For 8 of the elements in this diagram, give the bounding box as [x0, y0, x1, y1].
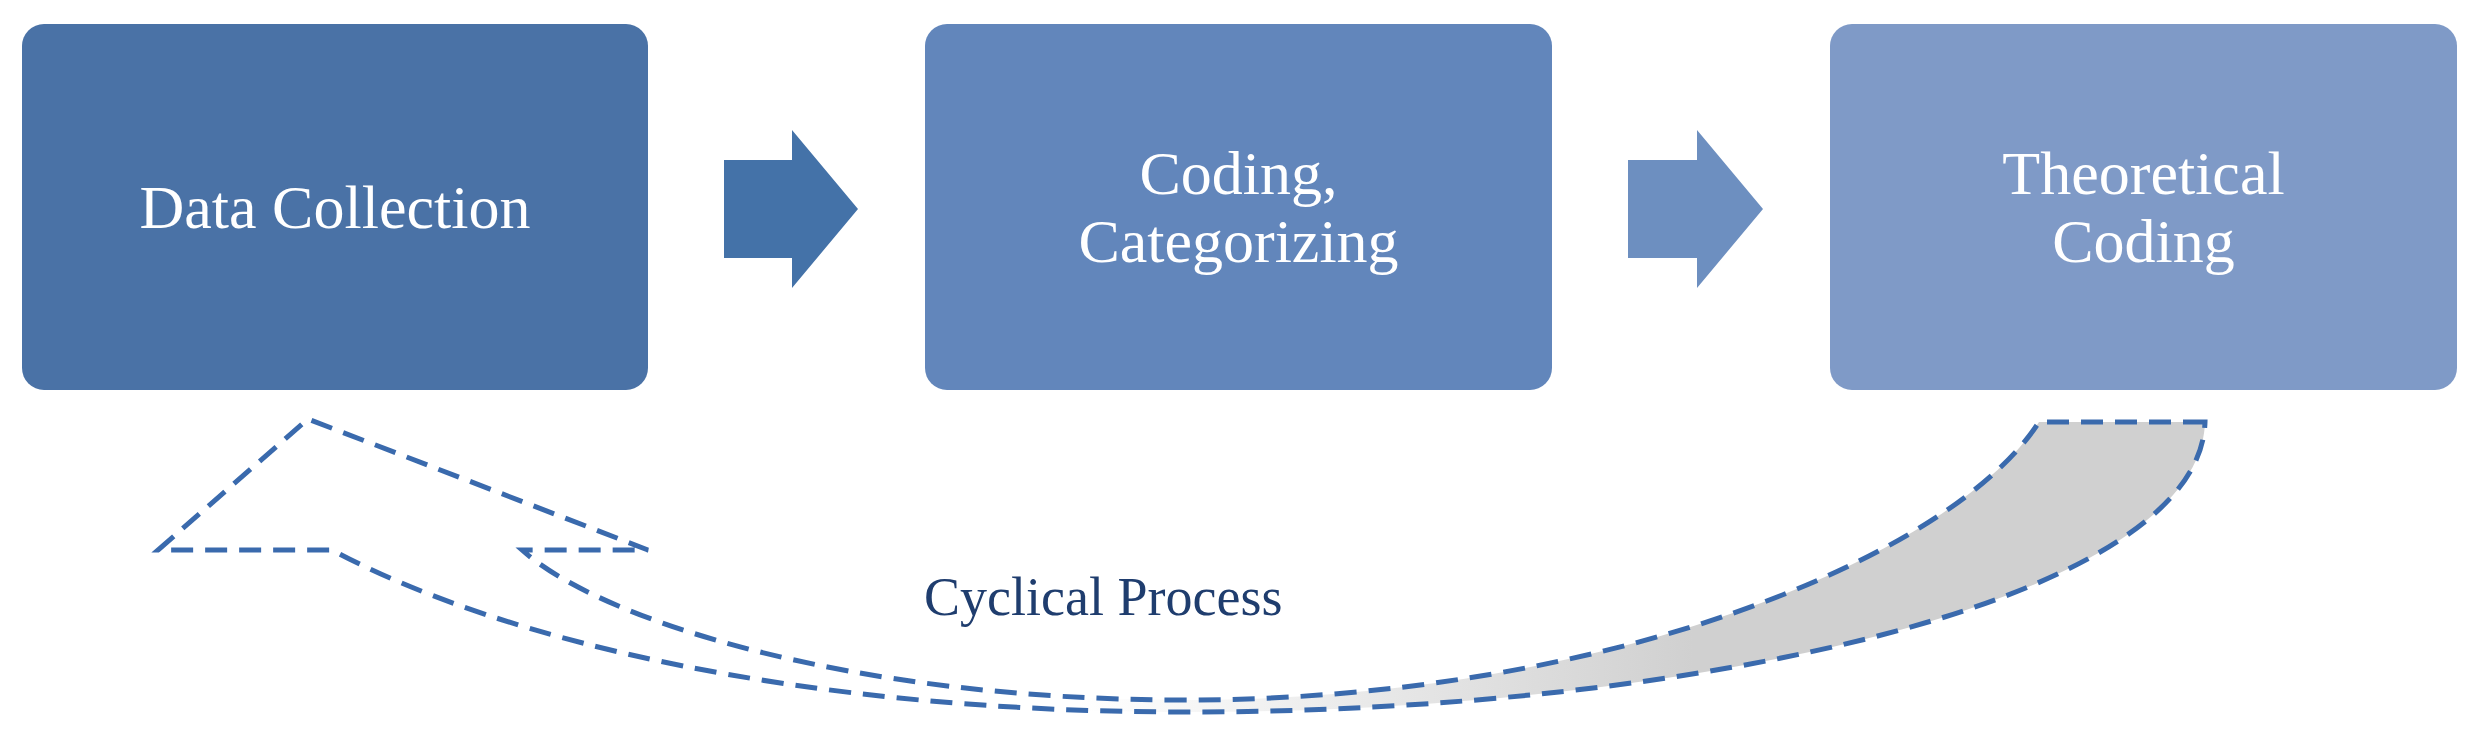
block-arrow — [724, 130, 858, 288]
box-label: Coding, Categorizing — [1077, 138, 1400, 276]
box-label: Data Collection — [139, 172, 531, 242]
process-box — [22, 24, 648, 390]
process-box — [925, 24, 1552, 390]
process-box — [1830, 24, 2457, 390]
block-arrow — [1628, 130, 1763, 288]
box-label: Theoretical Coding — [2001, 138, 2286, 276]
